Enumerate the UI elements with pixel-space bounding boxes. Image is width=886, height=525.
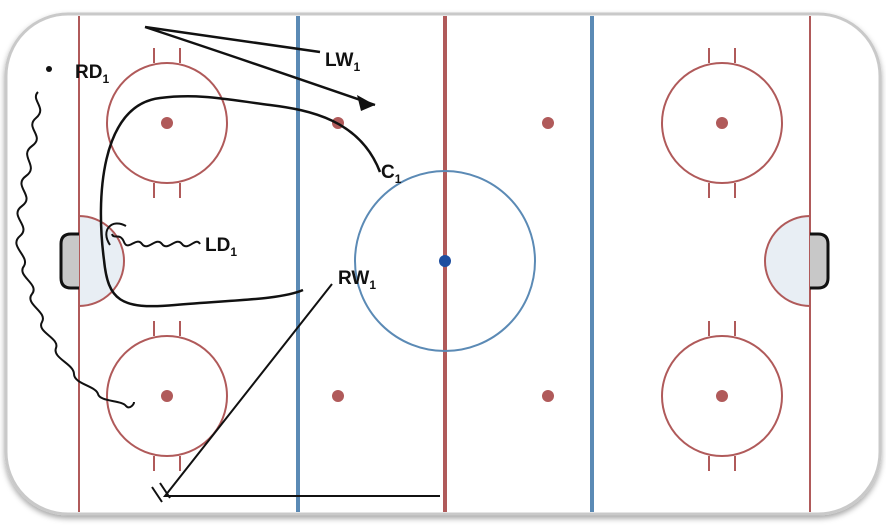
faceoff-circle-right-top: [661, 48, 783, 198]
left-goal-crease: [78, 214, 125, 308]
faceoff-dot-right-top: [716, 117, 728, 129]
faceoff-circle-left-top: [106, 48, 228, 198]
label-ld: LD1: [205, 235, 237, 259]
right-goal-net: [810, 232, 830, 290]
rd-player-dot: [46, 66, 52, 72]
faceoff-dot-left-bottom: [161, 390, 173, 402]
lw-skate-path: [144, 25, 376, 107]
label-rw: RW1: [338, 268, 376, 292]
center-faceoff-circle: [354, 170, 536, 352]
left-goal-net: [59, 232, 79, 290]
faceoff-circle-right-bottom: [661, 321, 783, 471]
rw-skate-path: [162, 283, 440, 497]
faceoff-dot-left-top: [161, 117, 173, 129]
label-lw: LW1: [325, 50, 361, 74]
c-skate-path: [99, 95, 382, 308]
neutral-dot-left-bottom: [332, 390, 344, 402]
ld-puck-path: [111, 233, 201, 248]
rd-puck-path: [15, 91, 135, 409]
ld-pivot-arrow: [105, 222, 127, 246]
label-c: C1: [381, 162, 402, 186]
neutral-dot-right-bottom: [542, 390, 554, 402]
faceoff-dot-right-bottom: [716, 390, 728, 402]
rw-stop-mark: [151, 482, 171, 503]
faceoff-circle-left-bottom: [106, 321, 228, 471]
right-goal-crease: [764, 214, 811, 308]
lw-skate-arrow: [357, 95, 375, 111]
neutral-dot-right-top: [542, 117, 554, 129]
center-faceoff-dot: [439, 255, 451, 267]
label-rd: RD1: [75, 62, 109, 86]
